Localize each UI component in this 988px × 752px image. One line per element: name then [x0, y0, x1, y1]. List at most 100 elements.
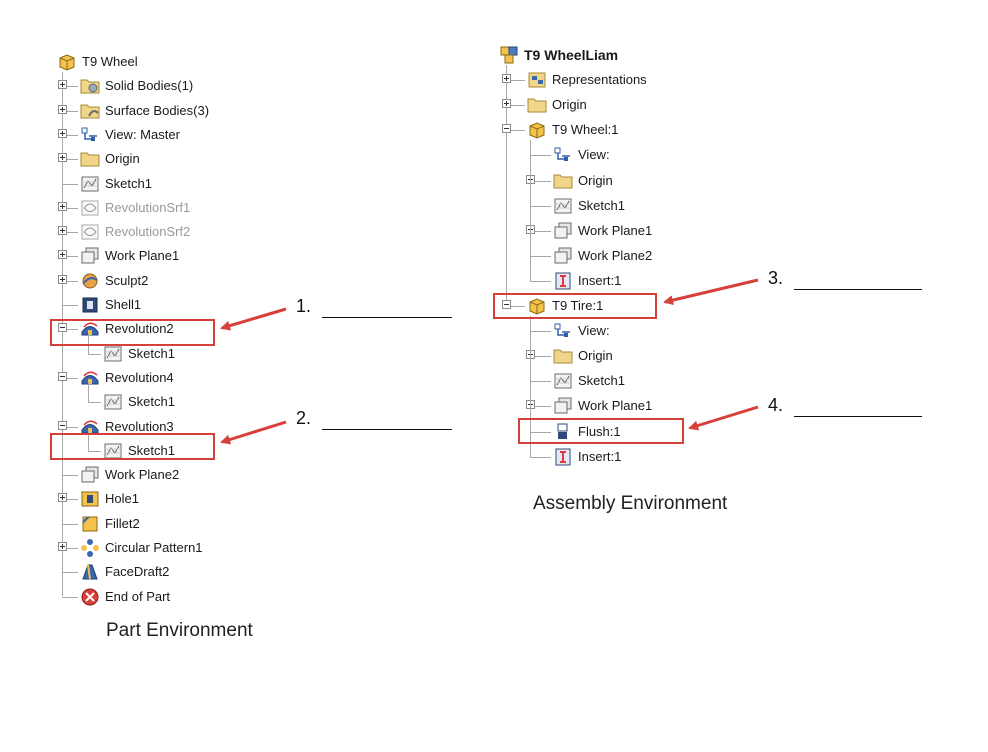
tree-connector	[62, 159, 78, 161]
tree-connector	[88, 353, 101, 355]
tree-connector	[530, 456, 551, 458]
surface-bodies-folder-icon	[80, 101, 100, 120]
callout-2-blank[interactable]	[322, 429, 452, 430]
representations-icon	[527, 70, 547, 89]
tree-item-label: View:	[578, 147, 610, 163]
tree-connector	[62, 305, 78, 306]
expand-toggle[interactable]	[502, 124, 511, 134]
work-plane-icon	[553, 221, 573, 240]
tree-item-label: View:	[578, 323, 610, 339]
tree-connector	[62, 256, 78, 258]
expand-toggle[interactable]	[58, 226, 67, 236]
tree-connector	[530, 331, 551, 333]
tree-connector	[88, 402, 101, 404]
expand-toggle[interactable]	[58, 420, 67, 430]
tree-connector	[506, 80, 525, 82]
tree-connector	[62, 280, 78, 282]
tree-item-label: T9 Wheel:1	[552, 122, 619, 138]
expand-toggle[interactable]	[502, 99, 511, 109]
revolution-surface-icon	[80, 222, 100, 241]
sketch-icon	[103, 441, 123, 460]
tree-item-label: Shell1	[105, 297, 142, 312]
expand-toggle[interactable]	[58, 153, 67, 163]
callout-1-label: 1.	[296, 296, 312, 316]
tree-item-label: Work Plane1	[105, 248, 180, 264]
tree-connector	[62, 329, 78, 331]
tree-item-label: Work Plane1	[578, 398, 653, 414]
tree-connector	[62, 475, 78, 477]
arrow-3	[663, 278, 759, 306]
tree-item-label: Revolution3	[105, 418, 174, 434]
tree-connector	[88, 430, 89, 451]
tree-item-label: T9 Tire:1	[552, 298, 604, 313]
expand-toggle[interactable]	[58, 493, 67, 503]
tree-connector	[530, 155, 551, 157]
callout-4-blank[interactable]	[794, 416, 922, 417]
tree-connector	[506, 130, 525, 132]
work-plane-icon	[80, 246, 100, 265]
tree-item-label: Sketch1	[128, 345, 175, 361]
tree-item-label: Origin	[578, 348, 613, 364]
sketch-icon	[553, 196, 573, 215]
tree-item-label: Fillet2	[105, 515, 140, 531]
circular-pattern-icon	[80, 538, 100, 557]
tree-connector	[62, 134, 78, 136]
highlight-box-t9-tire	[493, 293, 657, 319]
expand-toggle[interactable]	[58, 250, 67, 260]
tree-connector	[506, 65, 507, 306]
work-plane-icon	[553, 246, 573, 265]
tree-item-label: Sketch1	[105, 175, 152, 191]
tree-item-label: Sketch1	[128, 442, 175, 458]
tree-connector	[530, 255, 551, 257]
revolution-icon	[80, 368, 100, 387]
expand-toggle[interactable]	[58, 274, 67, 284]
solid-bodies-folder-icon	[80, 76, 100, 95]
expand-toggle[interactable]	[58, 128, 67, 138]
tree-connector	[88, 450, 101, 452]
view-icon	[553, 145, 573, 164]
tree-item-label: Representations	[552, 72, 647, 88]
expand-toggle[interactable]	[58, 542, 67, 551]
callout-1-blank[interactable]	[322, 317, 452, 318]
tree-connector	[506, 105, 525, 107]
highlight-box-revolution2	[50, 319, 215, 346]
tree-connector	[506, 306, 525, 307]
tree-item-label: End of Part	[105, 588, 171, 604]
tree-item-label: Insert:1	[578, 272, 622, 288]
revolution-icon	[80, 319, 100, 338]
part-environment-caption: Part Environment	[106, 620, 253, 641]
arrow-2	[220, 420, 287, 445]
expand-toggle[interactable]	[58, 201, 67, 211]
shell-icon	[80, 295, 100, 314]
tree-connector	[62, 377, 78, 379]
tree-connector	[62, 207, 78, 209]
expand-toggle[interactable]	[58, 371, 67, 381]
tree-connector	[62, 548, 78, 549]
tree-item-label: Revolution4	[105, 369, 174, 385]
tree-item-label: Revolution2	[105, 321, 174, 337]
callout-3-blank[interactable]	[794, 289, 922, 290]
view-icon	[553, 321, 573, 340]
expand-toggle[interactable]	[58, 80, 67, 90]
tree-connector	[62, 499, 78, 501]
expand-toggle[interactable]	[502, 74, 511, 84]
insert-constraint-icon	[553, 271, 573, 290]
tree-connector	[62, 86, 78, 88]
expand-toggle[interactable]	[58, 104, 67, 114]
tree-item-label: Work Plane1	[578, 222, 653, 238]
tree-item-label: Origin	[552, 97, 587, 113]
tree-item-label: RevolutionSrf1	[105, 199, 191, 215]
tree-connector	[530, 205, 551, 207]
end-of-part-icon	[80, 587, 100, 606]
highlight-box-flush	[518, 418, 684, 444]
expand-toggle[interactable]	[58, 323, 67, 333]
arrow-1	[220, 307, 287, 331]
tree-connector	[530, 431, 551, 433]
expand-toggle[interactable]	[502, 300, 511, 309]
tree-item-label: Hole1	[105, 491, 139, 507]
assembly-environment-caption: Assembly Environment	[533, 493, 728, 514]
assembly-icon	[499, 45, 519, 64]
tree-connector	[530, 356, 551, 358]
tree-item-label: FaceDraft2	[105, 564, 170, 580]
